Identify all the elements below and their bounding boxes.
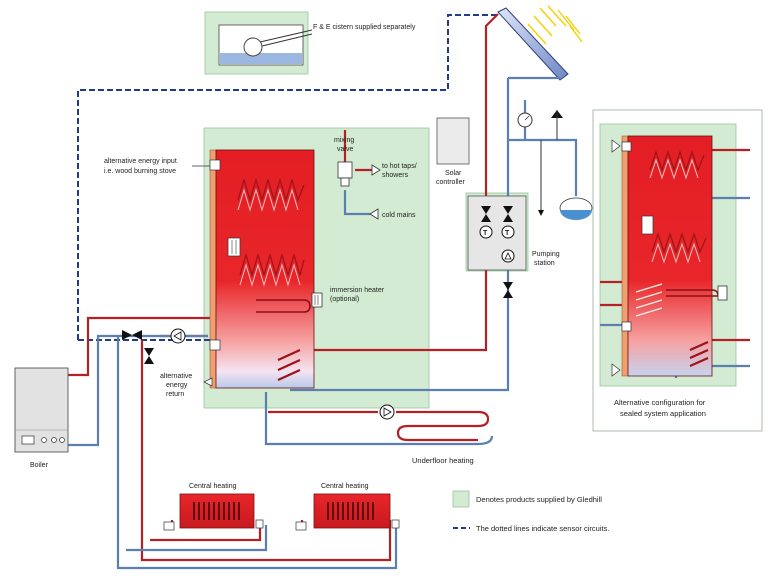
hot-taps-label-2: showers — [382, 172, 409, 179]
immersion-heater — [256, 292, 323, 313]
boiler-label: Boiler — [30, 462, 49, 469]
immersion-label-2: (optional) — [330, 296, 359, 303]
cistern-label: F & E cistern supplied separately — [313, 24, 416, 31]
svg-text:T: T — [483, 230, 488, 237]
alt-config-cylinder — [611, 135, 728, 377]
cold-pipes — [68, 76, 750, 570]
alt-input-label-2: i.e. wood burning stove — [104, 168, 176, 175]
mixing-valve — [337, 161, 381, 220]
alt-input-label-1: alternative energy input — [104, 158, 177, 165]
boiler — [14, 367, 69, 453]
legend-products-swatch — [452, 490, 470, 508]
solar-controller — [436, 117, 470, 165]
underfloor-coil — [396, 410, 494, 446]
sensor-circuits — [77, 14, 500, 341]
underfloor-pump — [379, 404, 395, 420]
solar-controller-label-2: controller — [436, 179, 465, 186]
alt-return-label-3: return — [166, 391, 184, 398]
alt-return-label-2: energy — [166, 382, 188, 389]
hot-water-cylinder — [203, 149, 315, 389]
mixing-valve-label-2: valve — [337, 146, 353, 153]
alt-return-label-1: alternative — [160, 373, 192, 380]
expansion-vessel — [559, 197, 593, 220]
alt-config-label-1: Alternative configuration for — [614, 398, 706, 407]
radiator-1 — [163, 493, 264, 531]
mixing-valve-label-1: mixing — [334, 137, 354, 144]
pumping-station-label-2: station — [534, 260, 555, 267]
pumping-station: T T — [467, 195, 527, 298]
central-heating-label-1: Central heating — [189, 483, 237, 490]
relief-valve — [538, 110, 563, 216]
zone-valve — [122, 330, 154, 364]
solar-panel — [497, 7, 569, 81]
legend-products-label: Denotes products supplied by Gledhill — [476, 495, 602, 504]
pressure-gauge — [517, 112, 533, 128]
hot-taps-label-1: to hot taps/ — [382, 163, 417, 170]
radiator-2 — [295, 493, 400, 531]
immersion-label-1: immersion heater — [330, 287, 385, 294]
central-heating-label-2: Central heating — [321, 483, 369, 490]
legend-sensor-label: The dotted lines indicate sensor circuit… — [476, 524, 609, 533]
svg-text:T: T — [505, 230, 510, 237]
alt-config-label-2: sealed system application — [620, 409, 706, 418]
ch-pump — [170, 328, 186, 344]
underfloor-label: Underfloor heating — [412, 456, 474, 465]
hot-pipes — [68, 13, 750, 562]
sun-rays — [527, 5, 583, 45]
pumping-station-label-1: Pumping — [532, 251, 560, 258]
fe-cistern — [218, 24, 313, 66]
cold-mains-label: cold mains — [382, 212, 416, 219]
solar-controller-label-1: Solar — [445, 170, 462, 177]
